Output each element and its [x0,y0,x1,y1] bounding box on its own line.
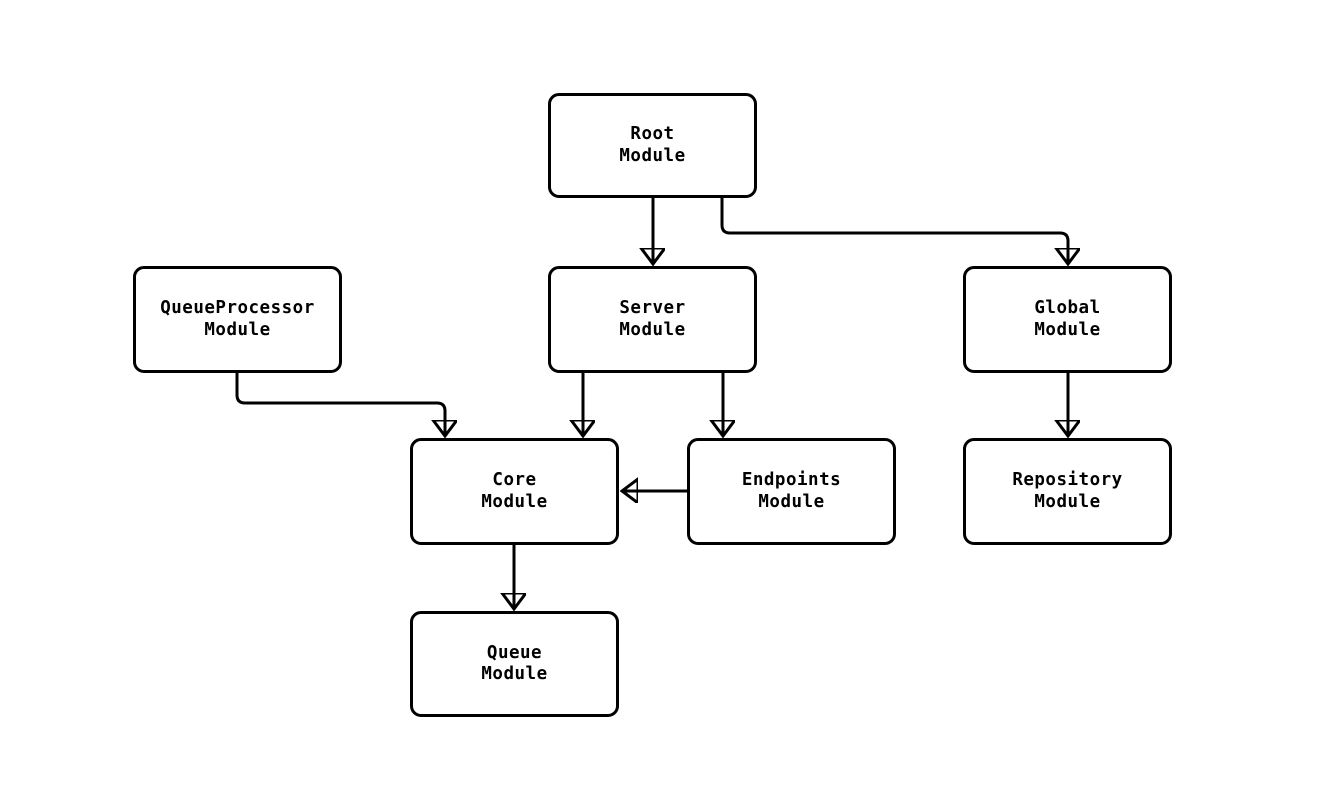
node-server-module[interactable]: Server Module [548,266,757,373]
node-queueprocessor-module[interactable]: QueueProcessor Module [133,266,342,373]
node-label-line1: Root [630,124,675,144]
node-label-line2: Module [758,491,825,512]
node-label-line1: Repository [1012,470,1123,490]
node-repository-module[interactable]: Repository Module [963,438,1172,545]
node-label-line1: QueueProcessor [160,298,315,318]
node-label-line2: Module [1034,491,1101,512]
node-label-line2: Module [481,664,548,684]
node-endpoints-module[interactable]: Endpoints Module [687,438,896,545]
node-label-line1: Endpoints [741,470,842,490]
node-label-line2: Module [481,491,548,512]
node-label-line1: Core [492,470,537,490]
node-core-module[interactable]: Core Module [410,438,619,545]
node-queue-module[interactable]: Queue Module [410,611,619,717]
node-label-line2: Module [1034,319,1101,340]
edge-root-global [720,198,1068,263]
node-label-line1: Global [1034,298,1101,318]
node-global-module[interactable]: Global Module [963,266,1172,373]
node-label-line2: Module [204,319,271,340]
node-root-module[interactable]: Root Module [548,93,757,198]
node-label-line2: Module [619,145,686,166]
node-label-line1: Queue [486,642,543,663]
node-label-line2: Module [619,319,686,340]
node-label-line1: Server [619,298,686,318]
edge-queueprocessor-core [235,373,445,435]
